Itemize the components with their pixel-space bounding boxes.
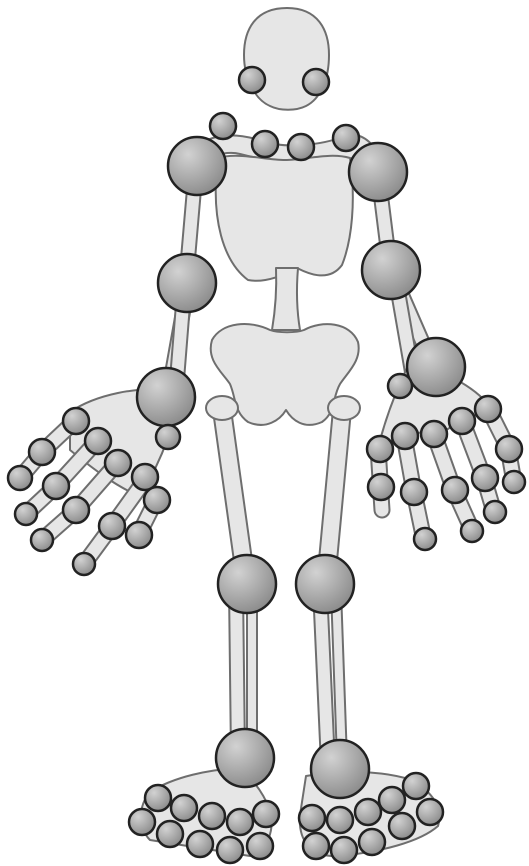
finger-joint-right-2 — [367, 436, 393, 462]
elbow-joint-right — [362, 241, 420, 299]
finger-joint-left-10 — [31, 529, 53, 551]
knee-joint-left — [218, 555, 276, 613]
toe-joint-left-1 — [145, 785, 171, 811]
finger-joint-right-5 — [401, 479, 427, 505]
finger-joint-right-1 — [388, 374, 412, 398]
toe-joint-right-10 — [303, 833, 329, 859]
finger-joint-right-13 — [475, 396, 501, 422]
finger-joint-left-8 — [105, 450, 131, 476]
shoulder-joint-right — [349, 143, 407, 201]
finger-joint-right-3 — [368, 474, 394, 500]
finger-joint-right-4 — [392, 423, 418, 449]
toe-joint-right-3 — [417, 799, 443, 825]
spine — [272, 268, 300, 330]
finger-joint-left-13 — [73, 553, 95, 575]
toe-joint-left-3 — [199, 803, 225, 829]
finger-joint-right-8 — [442, 477, 468, 503]
toe-joint-right-6 — [327, 807, 353, 833]
ankle-joint-right — [311, 740, 369, 798]
elbow-joint-left — [158, 254, 216, 312]
finger-joint-left-7 — [15, 503, 37, 525]
wrist-joint-left — [137, 368, 195, 426]
rib-cage — [216, 156, 353, 281]
toe-joint-right-4 — [355, 799, 381, 825]
toe-joint-left-6 — [129, 809, 155, 835]
knee-joint-right — [296, 555, 354, 613]
ankle-joint-left — [216, 729, 274, 787]
finger-joint-left-3 — [29, 439, 55, 465]
finger-joint-left-15 — [126, 522, 152, 548]
finger-joint-left-9 — [63, 497, 89, 523]
finger-joint-right-12 — [484, 501, 506, 523]
shoulder-joint-left — [168, 137, 226, 195]
toe-joint-right-5 — [389, 813, 415, 839]
neck-joint-2 — [252, 131, 278, 157]
toe-joint-left-5 — [253, 801, 279, 827]
finger-joint-right-9 — [461, 520, 483, 542]
finger-joint-left-1 — [156, 425, 180, 449]
toe-joint-right-9 — [331, 837, 357, 863]
neck-joint-1 — [210, 113, 236, 139]
finger-joint-right-7 — [421, 421, 447, 447]
toe-joint-left-9 — [217, 837, 243, 863]
finger-joint-right-15 — [503, 471, 525, 493]
toe-joint-left-8 — [187, 831, 213, 857]
finger-joint-left-5 — [85, 428, 111, 454]
wrist-joint-right — [407, 338, 465, 396]
finger-joint-right-14 — [496, 436, 522, 462]
neck-joint-4 — [333, 125, 359, 151]
jaw-joint-left — [239, 67, 265, 93]
finger-joint-left-2 — [63, 408, 89, 434]
finger-joint-right-10 — [449, 408, 475, 434]
finger-joint-left-12 — [99, 513, 125, 539]
toe-joint-left-7 — [157, 821, 183, 847]
toe-joint-right-1 — [403, 773, 429, 799]
toe-joint-left-10 — [247, 833, 273, 859]
toe-joint-right-8 — [359, 829, 385, 855]
jaw-joint-right — [303, 69, 329, 95]
toe-joint-right-2 — [379, 787, 405, 813]
finger-joint-left-4 — [8, 466, 32, 490]
finger-joint-right-11 — [472, 465, 498, 491]
toe-joint-left-4 — [227, 809, 253, 835]
toe-joint-right-7 — [299, 805, 325, 831]
finger-joint-right-6 — [414, 528, 436, 550]
finger-joint-left-6 — [43, 473, 69, 499]
neck-joint-3 — [288, 134, 314, 160]
finger-joint-left-14 — [144, 487, 170, 513]
toe-joint-left-2 — [171, 795, 197, 821]
